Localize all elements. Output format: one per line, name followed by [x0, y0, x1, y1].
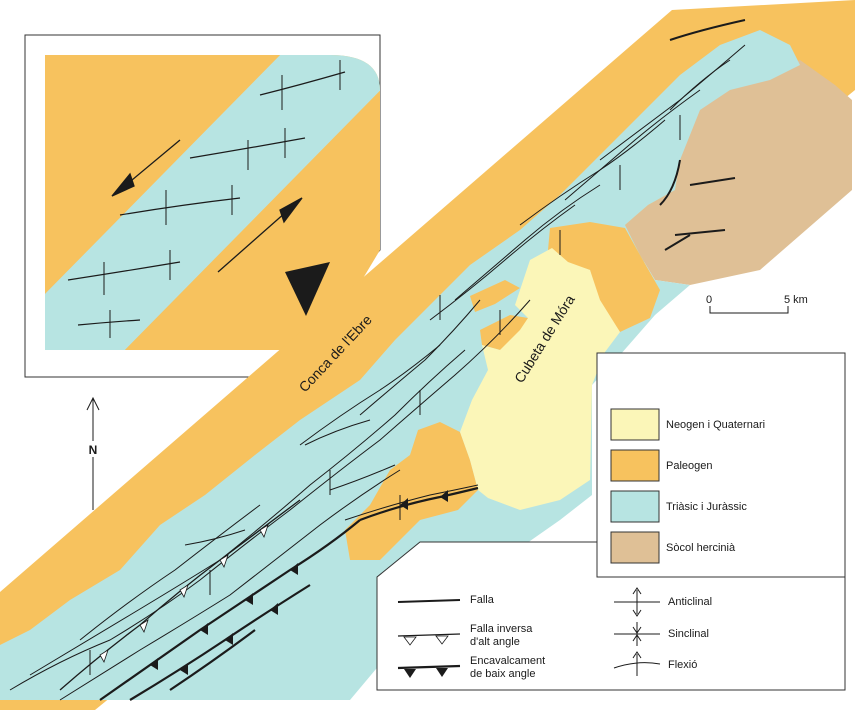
legend-label-socol: Sòcol hercinià — [666, 542, 736, 554]
scale-bar: 0 5 km — [706, 294, 808, 314]
legend-label-encavalcament-2: de baix angle — [470, 668, 535, 680]
thrust-teeth — [150, 490, 448, 675]
fold-traces — [9, 44, 746, 701]
legend-label-falla-inversa-2: d'alt angle — [470, 636, 520, 648]
scale-start: 0 — [706, 294, 712, 306]
fold-axis-marks — [89, 115, 681, 675]
legend-label-triassic: Triàsic i Juràssic — [666, 501, 747, 513]
legend-item-sinclinal: Sinclinal — [614, 622, 709, 646]
north-label: N — [89, 443, 98, 457]
legend-label-flexio: Flexió — [668, 659, 697, 671]
units-legend: Neogen i Quaternari Paleogen Triàsic i J… — [596, 352, 846, 578]
legend-label-falla-inversa-1: Falla inversa — [470, 623, 533, 635]
paleogen-patch-east — [548, 222, 660, 332]
inset-big-triangle — [285, 262, 330, 316]
inset-shear-arrows — [111, 139, 303, 273]
legend-label-paleogen: Paleogen — [666, 460, 713, 472]
triassic-band — [0, 30, 800, 700]
legend-label-anticlinal: Anticlinal — [668, 596, 712, 608]
socol-hercinia — [625, 60, 852, 285]
legend-item-falla: Falla — [397, 594, 495, 606]
legend-item-anticlinal: Anticlinal — [614, 587, 712, 617]
structure-legend: Falla Falla inversa d'alt angle Encavalc… — [376, 541, 846, 691]
paleogen-strip — [470, 280, 520, 312]
fault-lines — [659, 19, 746, 251]
reverse-fault — [59, 499, 301, 691]
paleogen-patch-south — [345, 422, 478, 560]
legend-label-neogen: Neogen i Quaternari — [666, 419, 765, 431]
inset-triassic-band — [45, 55, 380, 350]
inset-shear-model — [24, 34, 381, 378]
legend-item-socol: Sòcol hercinià — [610, 531, 736, 564]
legend-label-falla: Falla — [470, 594, 495, 606]
neogen-cubeta — [460, 248, 620, 510]
north-arrow: N — [85, 396, 101, 510]
legend-item-flexio: Flexió — [613, 651, 697, 676]
legend-item-paleogen: Paleogen — [610, 449, 713, 482]
legend-item-encavalcament: Encavalcament de baix angle — [397, 655, 545, 680]
legend-label-encavalcament-1: Encavalcament — [470, 655, 545, 667]
scale-end: 5 km — [784, 294, 808, 306]
legend-label-sinclinal: Sinclinal — [668, 628, 709, 640]
inset-fold-axes — [103, 60, 341, 338]
legend-item-falla-inversa: Falla inversa d'alt angle — [397, 623, 533, 648]
legend-item-neogen: Neogen i Quaternari — [610, 408, 765, 441]
legend-item-triassic: Triàsic i Juràssic — [610, 490, 747, 523]
thrust-lines — [99, 486, 479, 701]
